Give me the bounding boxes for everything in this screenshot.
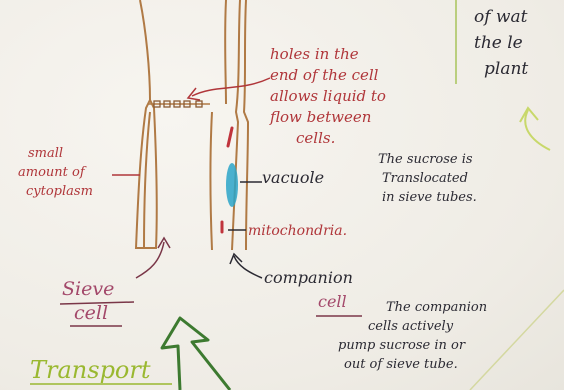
holes-line-1: holes in the <box>270 44 386 65</box>
cytoplasm-label: small amount of cytoplasm <box>18 144 93 201</box>
top-right-text: of wat the le plant <box>474 4 528 82</box>
vacuole-label: vacuole <box>262 170 324 186</box>
sucrose-line-2: Translocated <box>378 169 477 188</box>
holes-line-3: allows liquid to <box>270 86 386 107</box>
sucrose-line-1: The sucrose is <box>378 150 477 169</box>
companion-arrow <box>234 256 262 278</box>
companion-cell-word: cell <box>318 294 347 310</box>
sucrose-line-3: in sieve tubes. <box>378 188 477 207</box>
top-right-line-1: of wat <box>474 4 528 30</box>
cytoplasm-line-2: amount of <box>18 163 93 182</box>
holes-label: holes in the end of the cell allows liqu… <box>270 44 386 149</box>
companion-note-line-1: The companion <box>368 298 487 317</box>
cytoplasm-line-3: cytoplasm <box>18 182 93 201</box>
mitochondria-label: mitochondria. <box>248 224 347 238</box>
companion-note-line-3: pump sucrose in or <box>338 336 487 355</box>
companion-label: companion <box>264 270 353 286</box>
cytoplasm-line-1: small <box>18 144 93 163</box>
top-right-line-3: plant <box>474 56 528 82</box>
sieve-label: Sieve <box>62 280 114 299</box>
sieve-cell-lower-right-wall <box>211 112 213 250</box>
sieve-cell-lower-left-wall <box>144 112 150 248</box>
holes-line-5: cells. <box>270 128 386 149</box>
top-right-line-2: the le <box>474 30 528 56</box>
companion-note: The companion cells actively pump sucros… <box>368 298 487 374</box>
companion-note-line-2: cells actively <box>368 317 487 336</box>
companion-note-line-4: out of sieve tube. <box>344 355 487 374</box>
vacuole-shape <box>226 163 238 207</box>
companion-cell-outline <box>232 0 248 250</box>
holes-line-2: end of the cell <box>270 65 386 86</box>
light-green-arrowhead <box>520 108 538 122</box>
transport-label: Transport <box>30 358 151 382</box>
holes-arrow <box>192 78 270 96</box>
sieve-cell-outline <box>136 0 157 248</box>
light-green-arrow <box>525 110 550 150</box>
sieve-cell-label: cell <box>74 304 108 323</box>
holes-line-4: flow between <box>270 107 386 128</box>
red-dash <box>228 128 232 146</box>
sucrose-note: The sucrose is Translocated in sieve tub… <box>378 150 477 207</box>
green-arrow <box>162 318 230 390</box>
